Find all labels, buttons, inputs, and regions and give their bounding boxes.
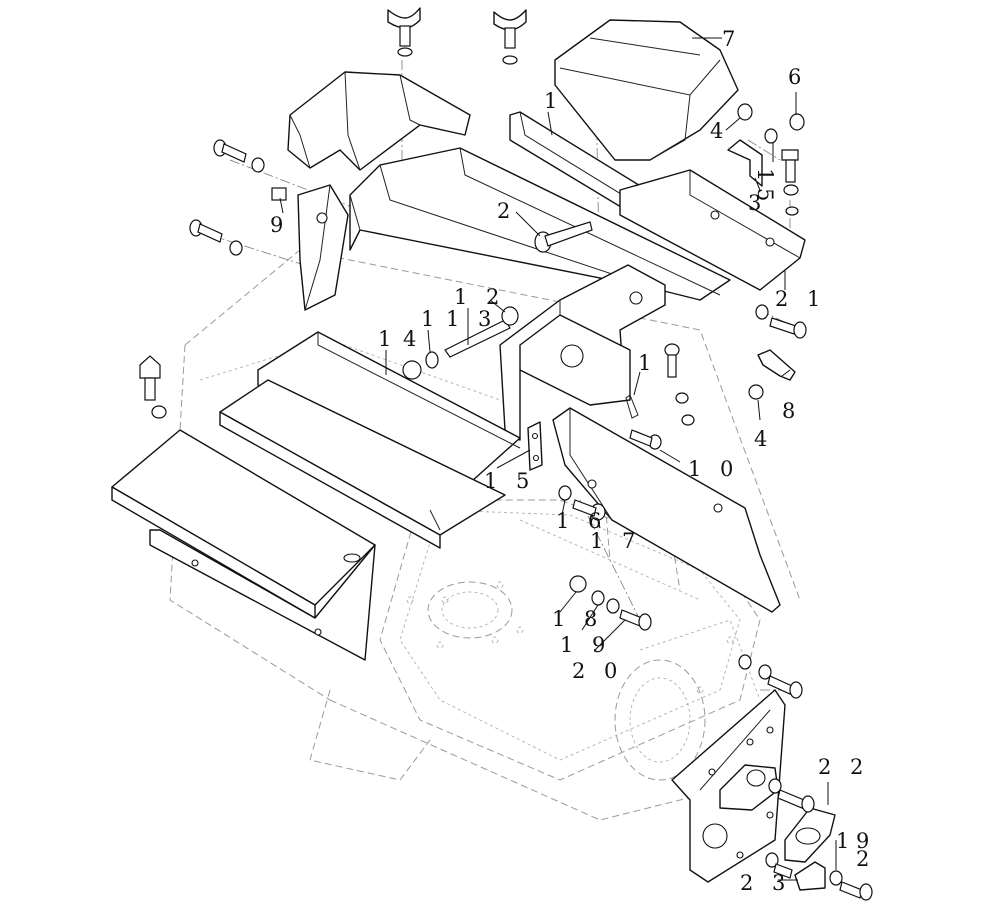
cover-22 [784,807,836,863]
bolt-upper-left-2 [189,219,243,256]
callout-23: 2 3 [740,871,791,895]
main-top-hood [349,147,731,301]
callout-2-low: 2 [856,847,875,871]
lower-tray [111,429,376,661]
callout-4-mid: 4 [403,327,422,351]
cotter-pin [625,394,639,419]
bolts-lower-right [738,654,873,901]
middle-tray [219,379,506,549]
callout-16: 1 6 [556,509,607,533]
callout-13: 1 3 [446,307,497,331]
callout-4-right: 4 [754,427,773,451]
bolt-lower-tray [139,355,167,419]
callout-leaders [279,37,837,881]
callout-12: 1 2 [454,285,505,309]
callout-15-mid: 1 5 [484,469,535,493]
callout-1-pin: 1 [638,351,657,375]
callout-labels: 7 6 1 4 1 5 3 9 2 2 1 1 2 1 3 1 4 1 1 8 … [270,27,875,895]
fastener-18-19-20 [569,575,652,631]
clip-plate [527,421,543,471]
phantom-frame-outline [169,249,801,821]
callout-19-low: 1 9 [836,829,869,853]
bolt-21 [755,304,807,339]
bracket-23 [794,861,826,891]
callout-4-top: 4 [710,119,729,143]
callout-8-right: 8 [782,399,801,423]
angle-bracket-right [619,169,806,291]
center-mount-bracket [499,264,666,441]
pin-10 [629,429,662,450]
callout-20: 2 0 [572,659,623,683]
wing-nut-right [493,9,527,65]
nut-9 [271,187,287,201]
top-hood-cover [554,19,739,161]
nut-4-right [748,384,764,400]
pivot-rod [534,221,593,253]
side-guard-plate [552,407,781,613]
nut-4-top [737,103,753,121]
bracket-3-top [727,139,763,187]
washer-16 [558,485,572,501]
callout-1-washer: 1 [421,307,440,331]
callout-9: 9 [270,213,289,237]
bolt-top-right [781,149,799,216]
upper-left-cover [287,71,471,171]
callout-17: 1 7 [590,529,641,553]
callout-19: 1 9 [560,633,611,657]
callout-1-mid: 1 [378,327,397,351]
washer-5 [764,128,778,144]
callout-21: 2 1 [775,287,826,311]
small-bracket-8 [757,349,796,381]
left-upright-bracket [297,184,349,311]
long-bolt [444,306,519,358]
bolt-upper-right [664,343,695,426]
callout-22: 2 2 [818,755,869,779]
callout-3-top: 3 [748,191,767,215]
callout-6: 6 [788,65,807,89]
callout-1-rail: 1 [544,89,563,113]
callout-15-top: 1 5 [753,168,777,201]
callout-7: 7 [722,27,741,51]
bolt-upper-left-1 [213,139,265,173]
nut-6 [789,113,805,131]
callout-10: 1 0 [688,457,739,481]
wing-nut-left [387,7,421,57]
callout-18: 1 8 [552,607,603,631]
lower-access-plate [671,689,786,883]
callout-2-rod: 2 [497,199,516,223]
